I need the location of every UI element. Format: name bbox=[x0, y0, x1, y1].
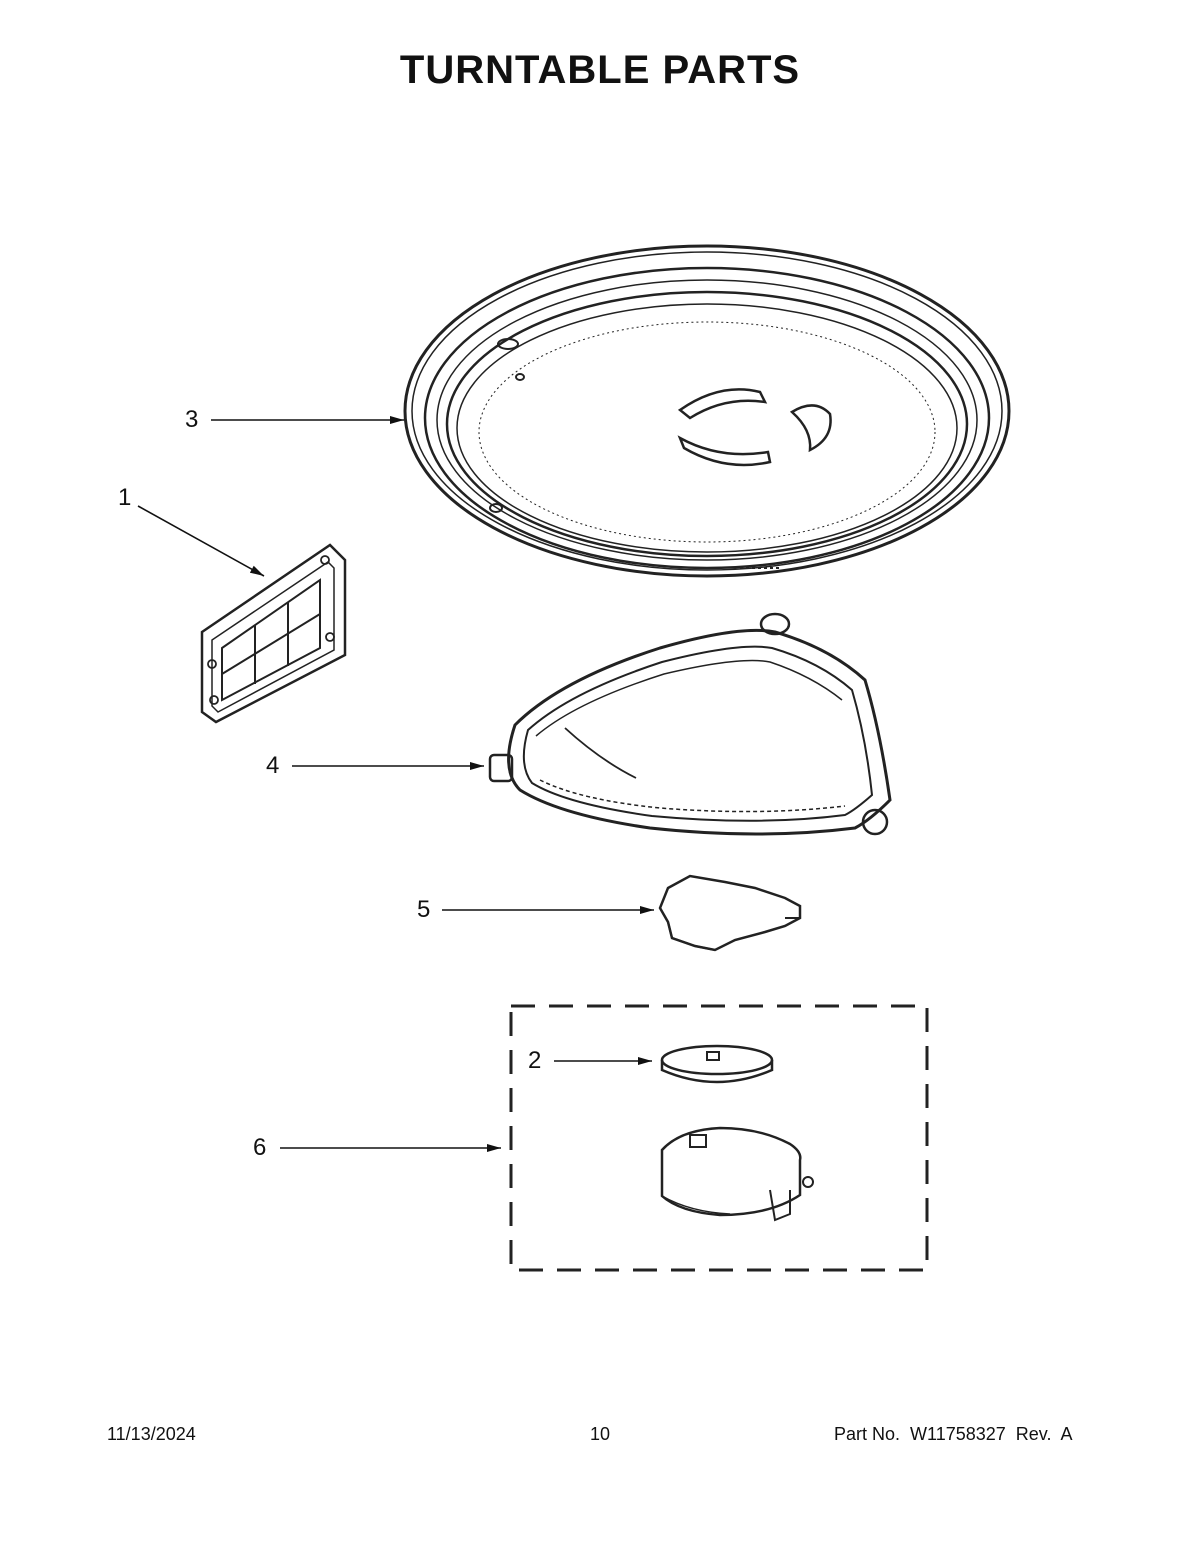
callout-1: 1 bbox=[118, 484, 132, 511]
cover-plate bbox=[200, 543, 347, 724]
footer-page-number: 10 bbox=[590, 1424, 611, 1444]
roller-support-ring bbox=[488, 612, 892, 836]
leader-line-1 bbox=[137, 505, 265, 577]
footer-date: 11/13/2024 bbox=[107, 1424, 196, 1444]
motor-kit-box bbox=[509, 1004, 929, 1272]
turntable-tray bbox=[403, 244, 1011, 578]
motor-cap bbox=[660, 1044, 774, 1084]
footer-part-number: Part No. W11758327 Rev. A bbox=[834, 1424, 1073, 1444]
callout-5: 5 bbox=[417, 896, 431, 923]
page-title: TURNTABLE PARTS bbox=[399, 48, 801, 92]
turntable-motor bbox=[660, 1126, 814, 1222]
callout-2: 2 bbox=[528, 1047, 542, 1074]
callout-4: 4 bbox=[266, 752, 280, 779]
coupler bbox=[658, 874, 802, 952]
callout-6: 6 bbox=[253, 1134, 267, 1161]
leader-lines bbox=[137, 416, 654, 1152]
callout-3: 3 bbox=[185, 406, 199, 433]
